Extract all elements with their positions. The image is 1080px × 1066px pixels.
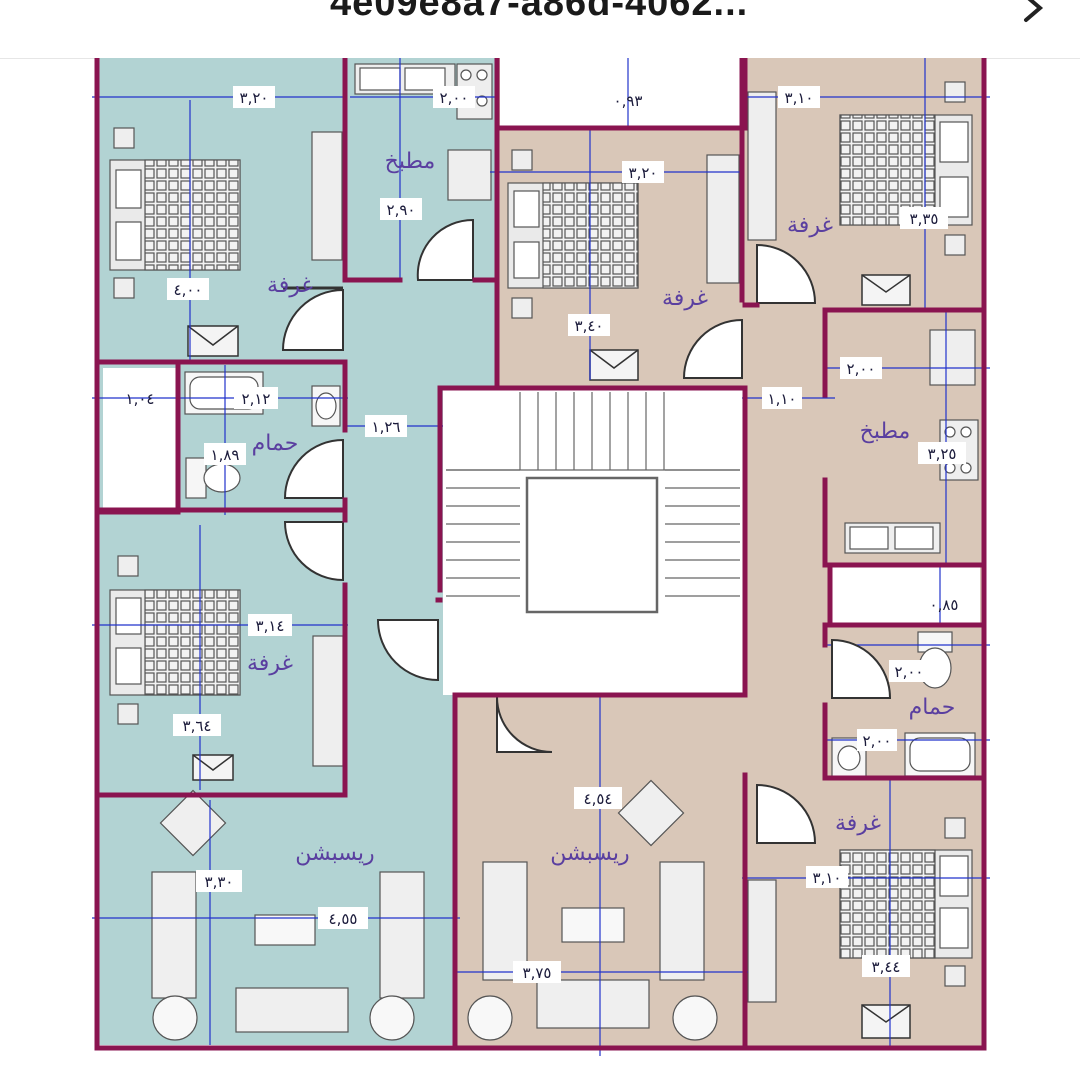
- doors: [281, 218, 892, 844]
- dim-label: ٣,٢٠: [629, 164, 658, 182]
- dim-label: ٤,٥٤: [584, 790, 613, 808]
- room-label-bed-ml: غرفة: [247, 651, 293, 676]
- room-label-kitchen-r: مطبخ: [860, 419, 911, 444]
- floor-plan: غرفة مطبخ غرفة غرفة مطبخ حمام غرفة حمام …: [0, 58, 1080, 1066]
- dim-label: ٤,٥٥: [329, 910, 358, 928]
- dim-label: ١,٨٩: [211, 446, 240, 464]
- room-label-bed-br: غرفة: [835, 811, 881, 836]
- dim-label: ٢,٠٠: [847, 360, 876, 378]
- dim-label: ٣,٣٠: [205, 873, 234, 891]
- room-labels: غرفة مطبخ غرفة غرفة مطبخ حمام غرفة حمام …: [247, 149, 955, 866]
- room-label-bed-tc: غرفة: [662, 286, 708, 311]
- room-label-bed-tr: غرفة: [787, 213, 833, 238]
- dim-label: ٠,٩٣: [614, 92, 643, 110]
- dimension-labels: ٣,٢٠ ٢,٠٠ ٠,٩٣ ٣,١٠ ٣,٢٠ ٢,٩٠ ٣,٣٥ ٤,٠٠ …: [126, 86, 966, 983]
- room-label-bath-r: حمام: [909, 695, 956, 720]
- walls: [94, 58, 987, 1051]
- furniture-wardrobes: [113, 81, 966, 1003]
- staircase: [446, 392, 740, 614]
- room-label-kitchen-tl: مطبخ: [385, 149, 436, 174]
- furniture-beds: [109, 114, 973, 959]
- dim-label: ٣,٢٥: [928, 445, 957, 463]
- room-label-rec-c: ريسبشن: [550, 841, 629, 866]
- top-bar: 4e09e8a7-a86d-4062...: [0, 0, 1080, 59]
- dim-label: ٣,٤٤: [872, 958, 901, 976]
- room-label-rec-l: ريسبشن: [295, 841, 374, 866]
- dim-label: ٤,٠٠: [174, 281, 203, 299]
- dim-label: ٢,٠٠: [440, 89, 469, 107]
- chevron-right-icon[interactable]: [1020, 0, 1050, 24]
- dim-label: ٢,٠٠: [895, 663, 924, 681]
- dim-label: ٣,٦٤: [183, 717, 212, 735]
- dim-label: ٣,١٠: [785, 89, 814, 107]
- dim-label: ٠,٨٥: [930, 596, 959, 614]
- dim-label: ٣,٢٠: [240, 89, 269, 107]
- floor-plan-drawing: غرفة مطبخ غرفة غرفة مطبخ حمام غرفة حمام …: [92, 58, 990, 1056]
- dim-label: ١,٠٤: [126, 390, 155, 408]
- dim-label: ١,٢٦: [372, 418, 401, 436]
- dim-label: ٢,٠٠: [863, 732, 892, 750]
- dim-label: ٣,١٤: [256, 617, 285, 635]
- room-label-bath-l: حمام: [252, 431, 299, 456]
- dim-label: ١,١٠: [768, 390, 797, 408]
- dim-label: ٣,٧٥: [523, 964, 552, 982]
- dim-label: ٣,٣٥: [910, 210, 939, 228]
- page-title: 4e09e8a7-a86d-4062...: [330, 0, 749, 24]
- dim-label: ٢,١٢: [242, 390, 271, 408]
- room-label-bed-tl: غرفة: [267, 273, 313, 298]
- dim-label: ٢,٩٠: [387, 201, 416, 219]
- furniture-sofas: [151, 779, 718, 1041]
- dim-label: ٣,١٠: [813, 869, 842, 887]
- dim-label: ٣,٤٠: [575, 317, 604, 335]
